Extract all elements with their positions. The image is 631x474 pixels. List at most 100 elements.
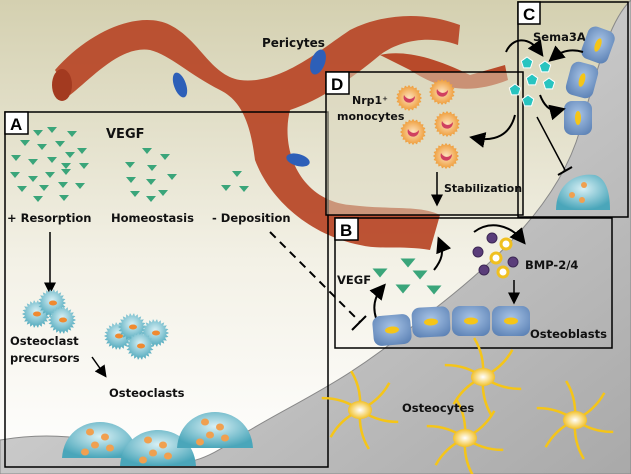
vegf-molecule xyxy=(426,285,442,295)
panel-a-letter: A xyxy=(10,115,22,134)
monocyte xyxy=(434,111,460,137)
panel-a xyxy=(4,111,329,468)
vegf-molecule xyxy=(160,154,170,160)
vegf-molecule xyxy=(125,162,135,168)
osteoblasts-label: Osteoblasts xyxy=(530,327,607,341)
osteocyte xyxy=(444,337,522,417)
osteoblast xyxy=(411,306,451,338)
osteoclasts xyxy=(62,412,253,466)
vegf-molecule xyxy=(47,127,57,133)
vegf-molecule xyxy=(221,185,231,191)
osteoclast-precursor xyxy=(48,306,76,334)
vegf-molecule xyxy=(11,155,21,161)
vegf-molecule xyxy=(65,152,75,158)
sema3a-to-monocytes-arrow xyxy=(469,114,516,148)
vegf-molecule xyxy=(239,186,249,192)
vegf-molecule xyxy=(147,165,157,171)
osteoclast-precursors xyxy=(22,289,169,360)
monocytes-label-line1: Nrp1⁺ xyxy=(352,94,388,107)
sema3a-molecule xyxy=(508,83,522,96)
bmp-molecule xyxy=(499,237,513,251)
vegf-molecule xyxy=(20,140,30,146)
osteoblast xyxy=(581,26,615,64)
bmp-molecule xyxy=(489,251,503,265)
stabilization-label: Stabilization xyxy=(444,182,522,195)
vegf-molecule xyxy=(59,195,69,201)
sema3a-molecule xyxy=(525,73,539,86)
bmp-molecule xyxy=(486,232,498,244)
nrp1-monocytes xyxy=(396,79,460,169)
pericyte-cell xyxy=(286,153,310,167)
vegf-molecule xyxy=(412,270,428,280)
vegf-molecule xyxy=(17,186,27,192)
pericyte-cell xyxy=(172,72,188,98)
osteoblast xyxy=(492,306,530,336)
vegf-molecule xyxy=(45,172,55,178)
vegf-molecules-panel-b xyxy=(372,258,442,295)
osteoblast xyxy=(372,314,412,346)
osteoclast-panel-c xyxy=(556,174,610,210)
osteoclast xyxy=(177,412,253,448)
osteoclast xyxy=(62,422,138,458)
osteoblast xyxy=(565,61,599,99)
vegf-label-panel-b: VEGF xyxy=(337,273,371,287)
vegf-molecule xyxy=(10,172,20,178)
osteoblast xyxy=(564,101,592,135)
vegf-molecule xyxy=(33,130,43,136)
vegf-molecule xyxy=(130,191,140,197)
osteoclast xyxy=(120,430,196,466)
group-deposition-label: - Deposition xyxy=(212,211,291,225)
vegf-molecule xyxy=(77,148,87,154)
vegf-molecule xyxy=(33,196,43,202)
vegf-title: VEGF xyxy=(106,127,145,142)
deposition-inhibition-line xyxy=(269,231,361,323)
osteocyte xyxy=(536,380,614,460)
vegf-molecule xyxy=(167,174,177,180)
sema3a-inhibits-osteoclast xyxy=(536,116,566,171)
osteocytes xyxy=(321,337,614,474)
pericytes-label: Pericytes xyxy=(262,36,325,50)
vegf-molecule xyxy=(158,190,168,196)
bmp-molecule xyxy=(507,256,519,268)
osteocyte xyxy=(426,398,504,474)
vegf-molecule xyxy=(146,179,156,185)
osteoclasts-label: Osteoclasts xyxy=(109,386,185,400)
vegf-molecule xyxy=(372,268,388,278)
monocyte xyxy=(433,143,459,169)
vegf-molecule xyxy=(61,163,71,169)
precursors-label-line1: Osteoclast xyxy=(10,334,79,348)
sema3a-molecule xyxy=(521,94,535,107)
osteocytes-label: Osteocytes xyxy=(402,401,474,415)
bmp-molecules xyxy=(472,232,519,279)
pericyte-cells xyxy=(172,49,326,167)
osteoblast xyxy=(452,306,490,336)
group-resorption-label: + Resorption xyxy=(7,211,91,225)
vegf-molecules-panel-a xyxy=(10,127,249,202)
vegf-molecule xyxy=(28,176,38,182)
monocyte xyxy=(400,119,426,145)
precursors-label-line2: precursors xyxy=(10,351,80,365)
panel-c xyxy=(517,1,629,218)
vegf-molecule xyxy=(142,148,152,154)
bmp-molecule xyxy=(478,264,490,276)
panel-b-letter: B xyxy=(340,221,352,240)
vegf-molecule xyxy=(58,182,68,188)
vegf-molecule xyxy=(232,171,242,177)
vegf-molecule xyxy=(126,177,136,183)
vegf-molecule xyxy=(47,157,57,163)
sema3a-label: Sema3A xyxy=(533,30,586,44)
vegf-molecule xyxy=(75,183,85,189)
monocytes-label-line2: monocytes xyxy=(337,110,405,123)
vegf-molecule xyxy=(146,196,156,202)
osteoblasts-panel-c xyxy=(564,26,615,135)
panel-c-letter: C xyxy=(523,5,535,24)
vegf-molecule xyxy=(28,159,38,165)
sema3a-molecules xyxy=(508,56,556,107)
sema3a-molecule xyxy=(542,77,556,90)
osteoclast-precursor xyxy=(126,332,154,360)
bmp-label: BMP-2/4 xyxy=(525,258,578,272)
panel-d xyxy=(325,71,524,216)
osteocyte xyxy=(321,370,399,450)
